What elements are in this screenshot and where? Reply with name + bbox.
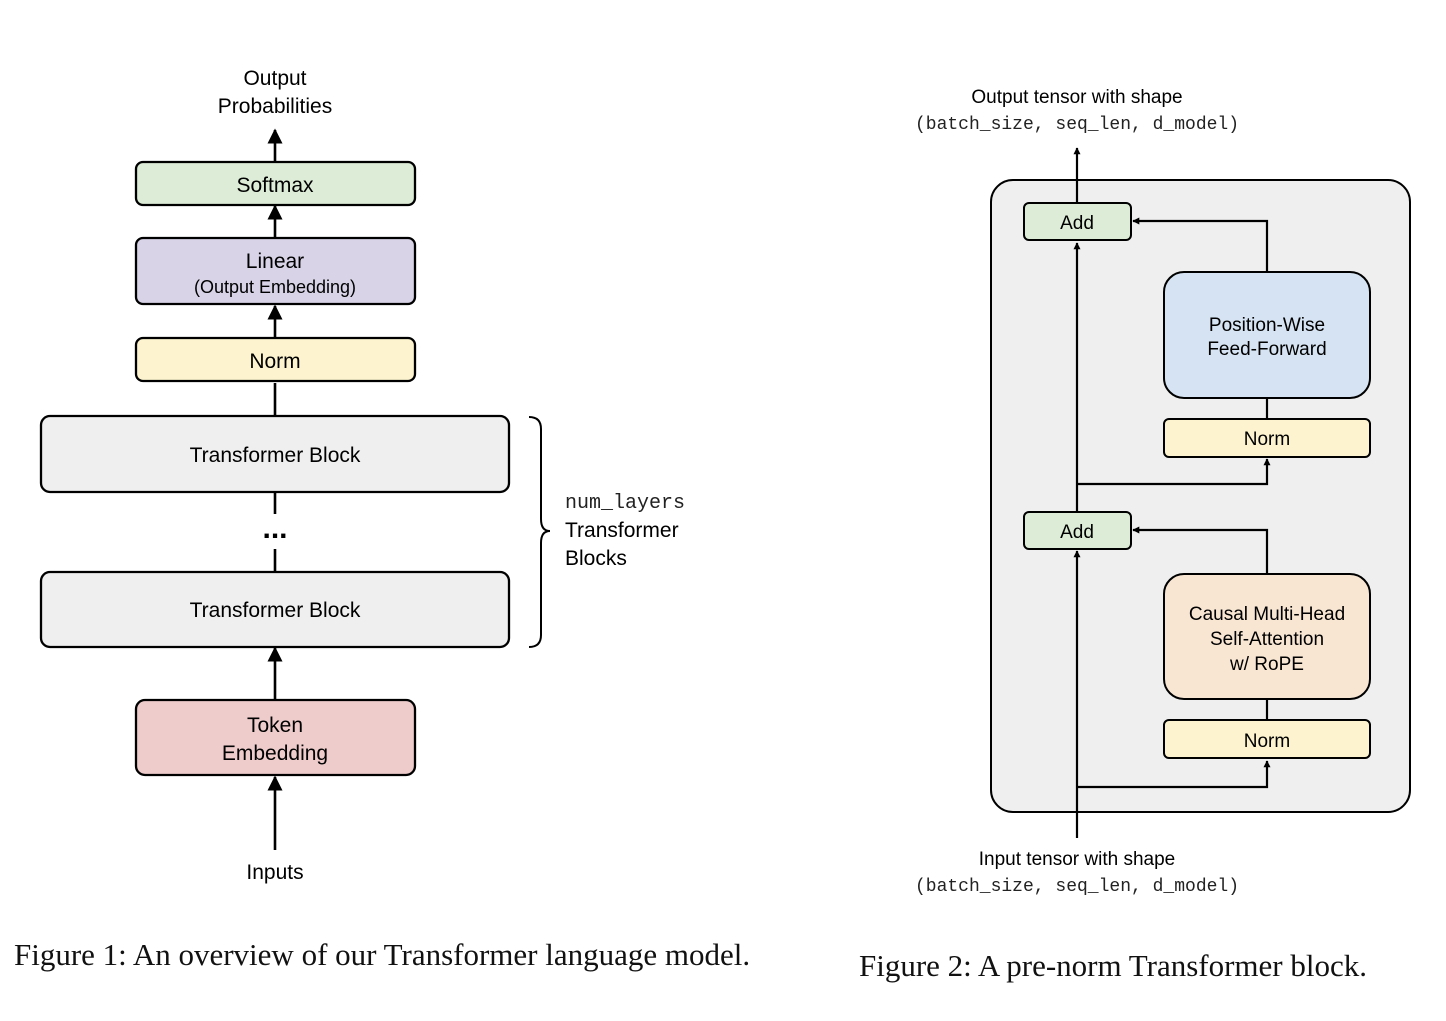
linear-label: Linear bbox=[246, 250, 304, 273]
add-bottom-box bbox=[1023, 511, 1132, 550]
blocks-ellipsis: ... bbox=[262, 512, 287, 545]
add-bottom-label: Add bbox=[1060, 522, 1094, 543]
transformer-block-bottom bbox=[39, 570, 511, 649]
branch-arrow-to-norm-bottom bbox=[1077, 760, 1271, 789]
softmax-label: Softmax bbox=[236, 174, 314, 197]
norm-top-box bbox=[1163, 418, 1371, 458]
ffn-label-line1: Position-Wise bbox=[1209, 315, 1325, 336]
softmax-box bbox=[134, 160, 417, 207]
transformer-block-top bbox=[39, 414, 511, 494]
branch-arrow-to-norm-top bbox=[1077, 458, 1271, 486]
norm-top-label: Norm bbox=[1244, 429, 1290, 450]
figure-2: Output tensor with shape (batch_size, se… bbox=[915, 87, 1411, 897]
norm-bottom-label: Norm bbox=[1244, 731, 1290, 752]
token-embedding-box bbox=[134, 698, 417, 777]
arrow-attention-to-add bbox=[1132, 526, 1269, 574]
token-embedding-line2: Embedding bbox=[222, 742, 328, 765]
output-tensor-shape: (batch_size, seq_len, d_model) bbox=[915, 115, 1239, 135]
figure-2-caption: Figure 2: A pre-norm Transformer block. bbox=[859, 948, 1368, 983]
linear-sublabel: (Output Embedding) bbox=[194, 277, 356, 297]
input-tensor-label: Input tensor with shape bbox=[979, 849, 1175, 870]
ffn-box bbox=[1163, 271, 1371, 399]
output-tensor-label: Output tensor with shape bbox=[971, 87, 1182, 108]
norm-box bbox=[134, 336, 417, 383]
brace-label-line2: Blocks bbox=[565, 547, 627, 570]
linear-box bbox=[134, 236, 417, 306]
output-label-line2: Probabilities bbox=[218, 95, 332, 118]
attention-label-line1: Causal Multi-Head bbox=[1189, 604, 1345, 625]
token-embedding-line1: Token bbox=[247, 714, 303, 737]
output-label-line1: Output bbox=[243, 67, 306, 90]
attention-box bbox=[1163, 573, 1371, 700]
brace-label-line1: Transformer bbox=[565, 519, 679, 542]
norm-bottom-box bbox=[1163, 719, 1371, 759]
arrow-ffn-to-add bbox=[1132, 217, 1269, 271]
attention-label-line3: w/ RoPE bbox=[1229, 654, 1304, 675]
figure-1-caption: Figure 1: An overview of our Transformer… bbox=[14, 937, 751, 972]
inputs-label: Inputs bbox=[246, 861, 303, 884]
add-top-box bbox=[1023, 202, 1132, 241]
transformer-block-bottom-label: Transformer Block bbox=[190, 599, 361, 622]
figure-1: Output Probabilities Softmax Linear (Out… bbox=[39, 67, 685, 884]
norm-label: Norm bbox=[249, 350, 300, 373]
num-layers-label: num_layers bbox=[565, 492, 685, 515]
add-top-label: Add bbox=[1060, 213, 1094, 234]
attention-label-line2: Self-Attention bbox=[1210, 629, 1324, 650]
ffn-label-line2: Feed-Forward bbox=[1207, 339, 1326, 360]
input-tensor-shape: (batch_size, seq_len, d_model) bbox=[915, 877, 1239, 897]
num-layers-brace bbox=[528, 416, 551, 648]
transformer-block-top-label: Transformer Block bbox=[190, 444, 361, 467]
